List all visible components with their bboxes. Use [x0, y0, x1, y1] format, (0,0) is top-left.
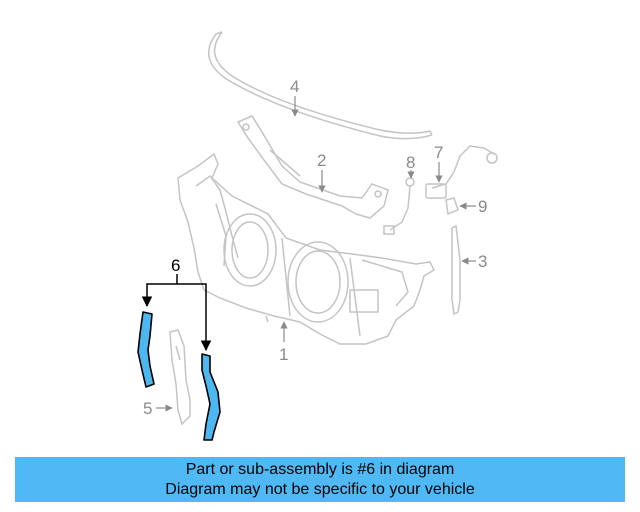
- parts-diagram: 1 2 3 4 5 6 7 8 9: [137, 31, 498, 441]
- part-5-side-bracket: [169, 329, 191, 426]
- callout-1: 1: [279, 345, 288, 364]
- part-3-prop-rod: [451, 224, 461, 316]
- banner-line-2: Diagram may not be specific to your vehi…: [165, 480, 475, 498]
- part-2-support-bracket: [236, 115, 389, 219]
- info-banner: Part or sub-assembly is #6 in diagram Di…: [15, 457, 625, 502]
- part-7-latch-cable: [425, 145, 498, 199]
- part-6-side-seals: [137, 311, 221, 441]
- callout-leaders-grey: [156, 96, 476, 412]
- callout-9: 9: [478, 197, 487, 216]
- part-9-small-bracket: [445, 197, 459, 216]
- callout-6: 6: [171, 256, 180, 275]
- callout-7: 7: [434, 143, 443, 162]
- callout-5: 5: [143, 399, 152, 418]
- part-6-seal-left: [137, 311, 155, 388]
- part-8-sensor-clip: [383, 177, 415, 235]
- part-1-radiator-support: [177, 152, 435, 345]
- callout-8: 8: [406, 153, 415, 172]
- part-4-upper-seal: [207, 31, 433, 140]
- banner-line-1: Part or sub-assembly is #6 in diagram: [185, 460, 455, 478]
- callout-2: 2: [317, 151, 326, 170]
- part-6-seal-right: [201, 353, 221, 441]
- callout-6-leaders: [141, 274, 212, 352]
- callout-3: 3: [478, 252, 487, 271]
- callout-4: 4: [290, 77, 299, 96]
